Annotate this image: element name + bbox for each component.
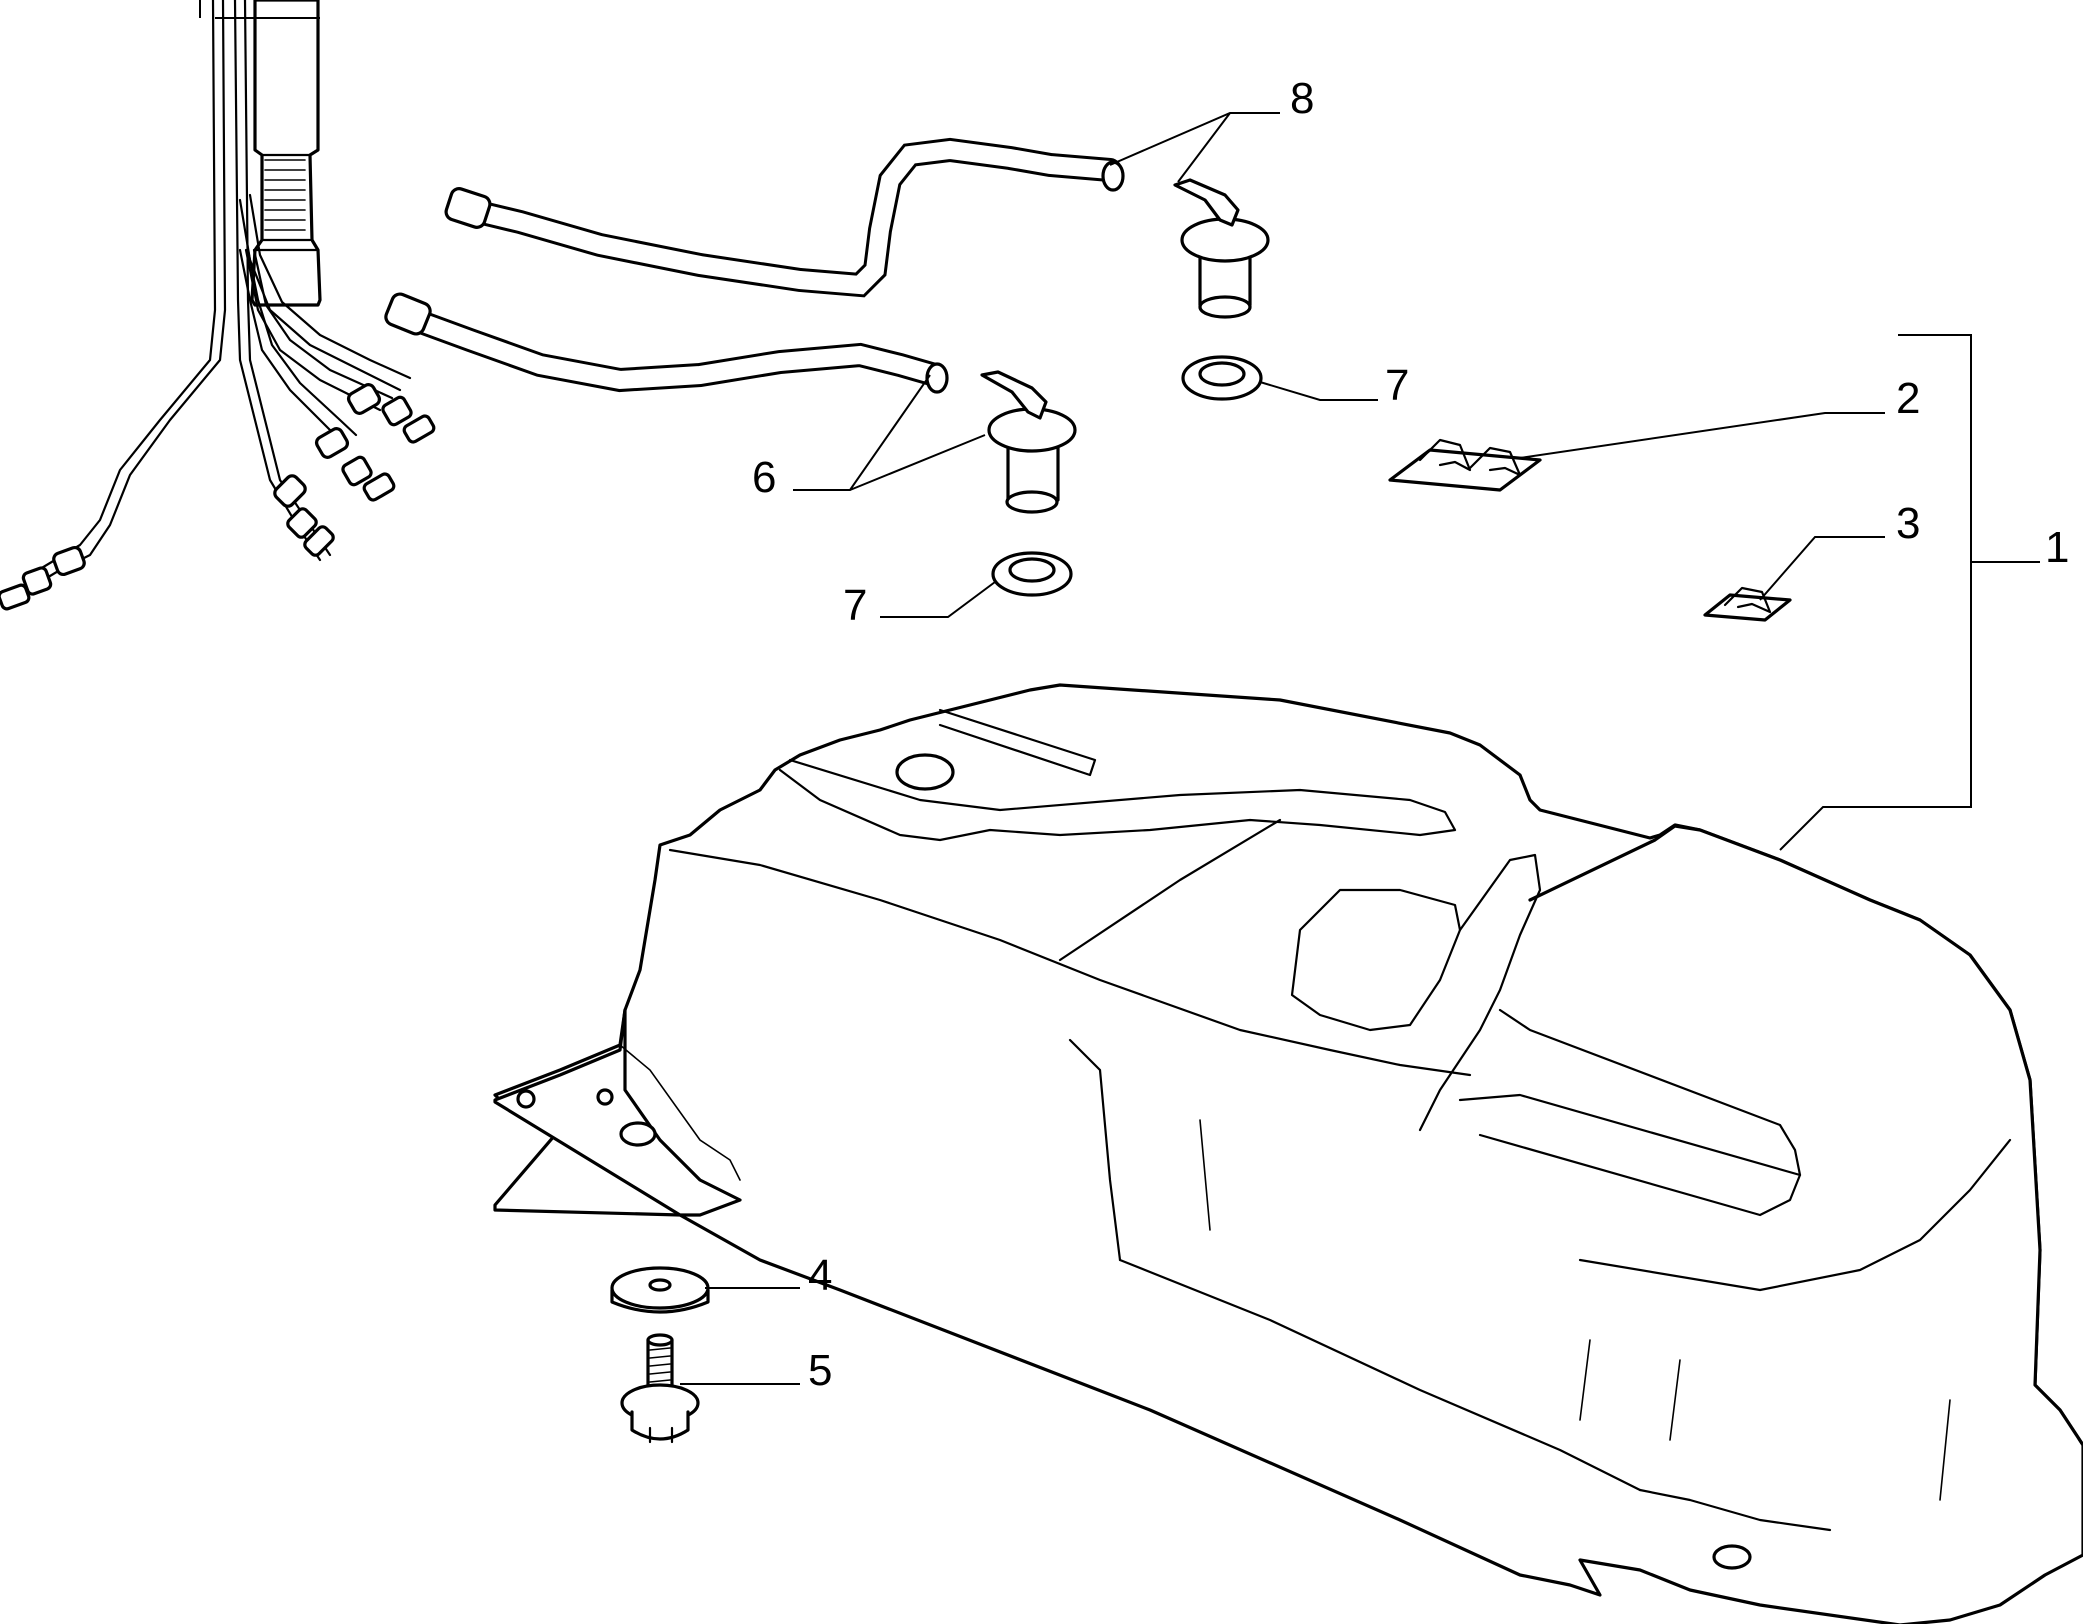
pipe-union-upper	[1173, 178, 1270, 319]
bolt	[620, 1333, 700, 1444]
callout-7-upper: 7	[1385, 361, 1409, 410]
callout-5: 5	[808, 1346, 832, 1395]
fuel-tank	[493, 683, 2083, 1624]
wiring-harness	[0, 0, 436, 611]
washer-lower	[991, 551, 1073, 597]
rubber-pad	[610, 1266, 710, 1314]
clip-double	[1388, 438, 1542, 492]
pipe-union-lower	[980, 370, 1077, 514]
washer-upper	[1181, 355, 1263, 401]
callout-7-lower: 7	[843, 581, 867, 630]
leader-lines	[199, 0, 2040, 1385]
fuel-pipe-upper	[444, 137, 1125, 298]
callout-2: 2	[1896, 374, 1920, 423]
callout-6: 6	[752, 453, 776, 502]
clip-single	[1703, 586, 1792, 622]
callout-8: 8	[1290, 74, 1314, 123]
callouts: 8 7 2 3 1 6 7 4 5	[752, 74, 2069, 1395]
callout-1: 1	[2045, 523, 2069, 572]
callout-3: 3	[1896, 499, 1920, 548]
fuel-pipe-lower	[384, 292, 949, 394]
callout-4: 4	[808, 1251, 832, 1300]
